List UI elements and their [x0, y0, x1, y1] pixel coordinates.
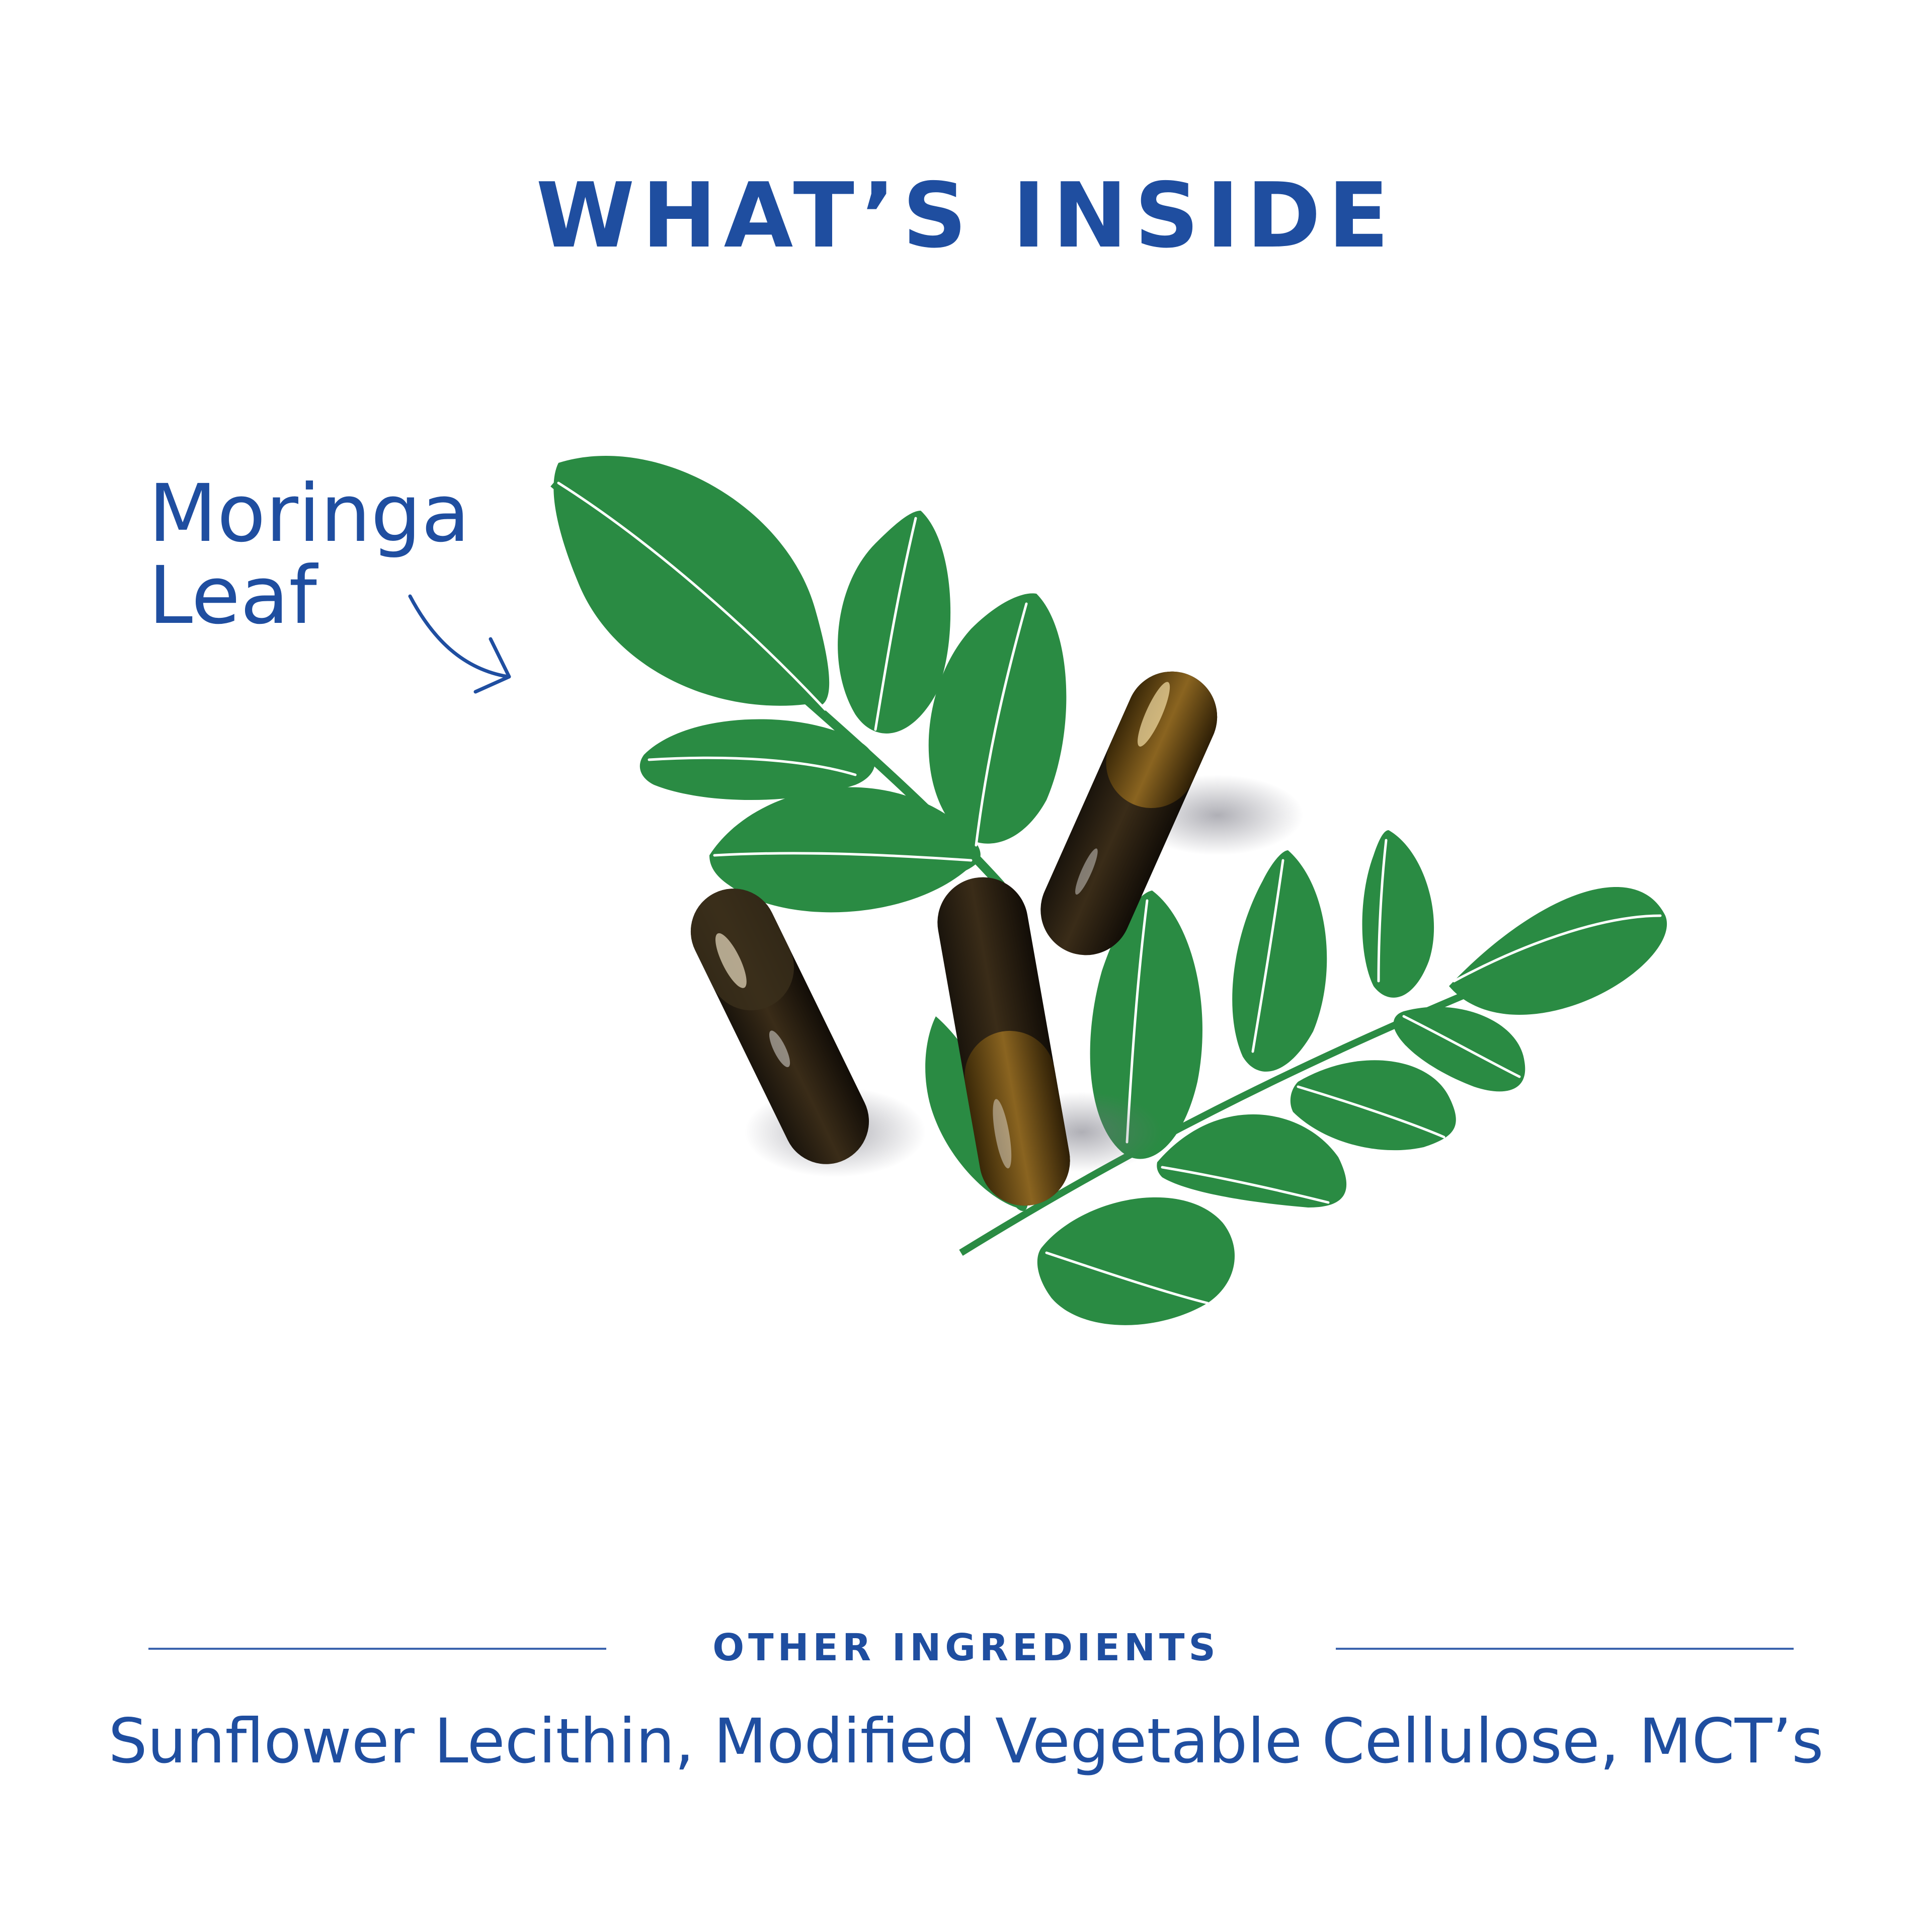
- arrow-icon: [408, 594, 511, 694]
- other-ingredients-heading: OTHER INGREDIENTS: [712, 1626, 1220, 1669]
- moringa-leaf-callout: Moringa Leaf: [148, 473, 470, 636]
- callout-line-1: Moringa: [148, 467, 470, 560]
- divider-right: [1336, 1648, 1794, 1650]
- divider-left: [148, 1648, 606, 1650]
- capsule-right: [1040, 671, 1218, 955]
- capsules: [690, 671, 1303, 1206]
- moringa-branch-lower: [925, 830, 1667, 1325]
- page-title: WHAT’S INSIDE: [536, 164, 1396, 268]
- other-ingredients-list: Sunflower Lecithin, Modified Vegetable C…: [108, 1706, 1824, 1777]
- capsule-middle: [937, 877, 1070, 1206]
- callout-line-2: Leaf: [148, 549, 317, 642]
- moringa-branch-upper: [550, 456, 1067, 913]
- capsule-left: [690, 889, 869, 1164]
